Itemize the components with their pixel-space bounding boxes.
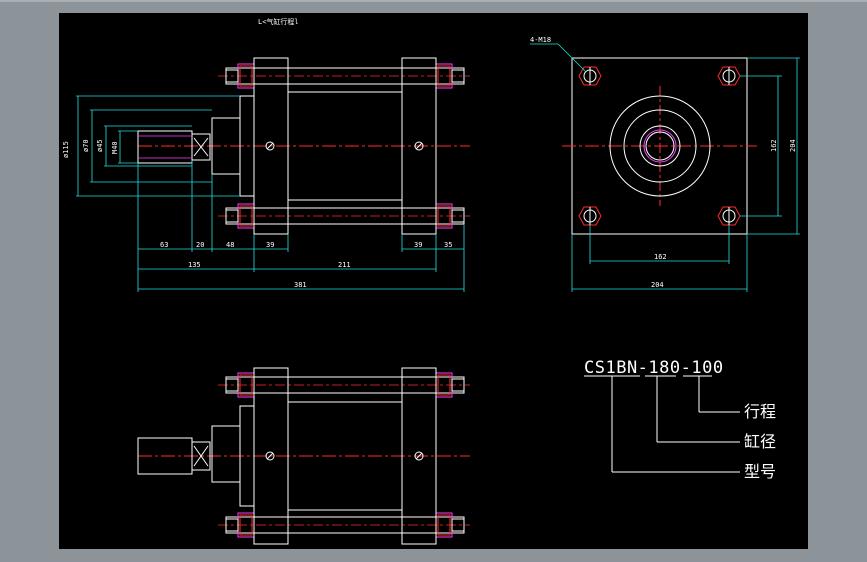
dim-dia-115: ø115	[62, 141, 70, 158]
dim-m40: M40	[111, 141, 119, 154]
front-view	[562, 57, 757, 235]
dim-20: 20	[196, 241, 204, 249]
dim-39-right: 39	[414, 241, 422, 249]
dimensions-right	[530, 43, 800, 292]
side-view-top	[137, 57, 470, 235]
dim-35: 35	[444, 241, 452, 249]
dim-v162: 162	[770, 139, 778, 152]
hole-callout: 4-M18	[530, 36, 551, 44]
model-legend: CS1BN-180-100 行程 缸径 型号	[584, 358, 776, 481]
model-code: CS1BN-180-100	[584, 358, 724, 378]
side-view-bottom	[137, 367, 470, 545]
dimension-texts-left: ø115 ø70 ø45 M40 63 20 48 39 39 35 135 2…	[62, 17, 452, 289]
dim-dia-70: ø70	[82, 139, 90, 152]
dim-135: 135	[188, 261, 201, 269]
legend-type: 型号	[744, 462, 776, 481]
dim-211: 211	[338, 261, 351, 269]
dimension-texts-right: 4-M18 162 204 162 204	[530, 36, 797, 289]
dim-dia-45: ø45	[96, 139, 104, 152]
dim-h204: 204	[651, 281, 664, 289]
view-title: L<气缸行程l	[258, 17, 299, 26]
dimensions-left	[76, 95, 465, 292]
legend-bore: 缸径	[744, 432, 776, 451]
dim-39-left: 39	[266, 241, 274, 249]
dim-381: 381	[294, 281, 307, 289]
dim-h162: 162	[654, 253, 667, 261]
dim-48: 48	[226, 241, 234, 249]
dim-63: 63	[160, 241, 168, 249]
drawing-canvas	[59, 13, 808, 549]
dim-v204: 204	[789, 139, 797, 152]
legend-stroke: 行程	[744, 402, 776, 421]
